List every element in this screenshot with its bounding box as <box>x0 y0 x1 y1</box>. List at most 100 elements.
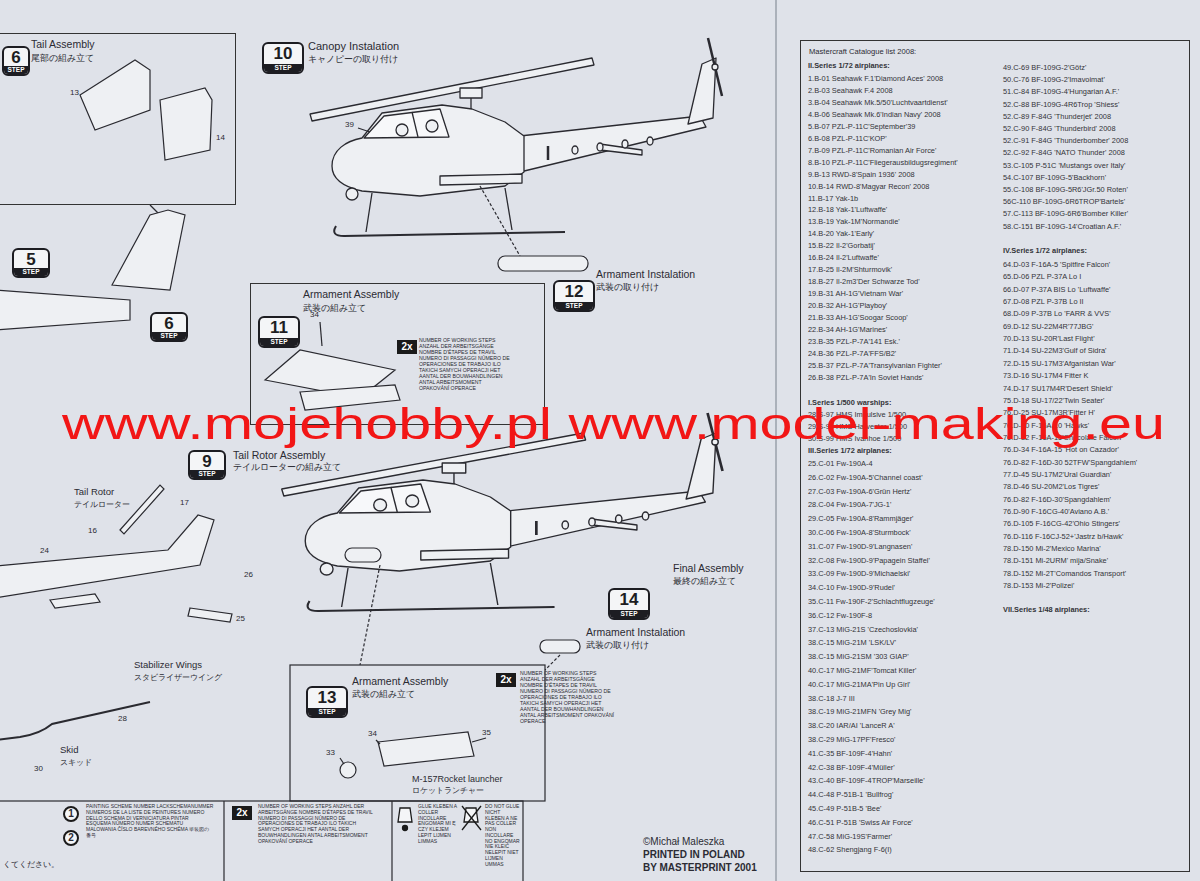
catalogue-entry: 31.C-07 Fw-190D-9'Langnasen' <box>808 543 912 552</box>
catalogue-entry: 70.D-13 SU-20R'Last Flight' <box>1003 335 1095 344</box>
catalogue-section: II.Series 1/72 airplanes: <box>808 62 890 71</box>
legend-text: NUMBER OF WORKING STEPS ANZAHL DER ARBEI… <box>258 804 376 844</box>
step-heading: Armament Instalation <box>596 268 695 280</box>
catalogue-entry: 44.C-48 P-51B-1 'Bullfrog' <box>808 791 893 800</box>
part-name-japanese: テイルローター <box>74 500 130 509</box>
part-name: M-157Rocket launcher <box>412 774 503 784</box>
catalogue-entry: 48.C-62 Shengjang F-6(I) <box>808 846 892 855</box>
catalogue-entry: 53.C-105 P-51C 'Mustangs over Italy' <box>1003 162 1125 171</box>
catalogue-entry: 52.C-91 F-84G 'Thunderbomber' 2008 <box>1003 137 1128 146</box>
step-number: 11 <box>270 318 288 337</box>
catalogue-entry: 32.C-08 Fw-190D-9'Papagein Staffel' <box>808 557 930 566</box>
step-heading-japanese: 最終の組み立て <box>673 576 736 586</box>
step-heading-japanese: キャノピーの取り付け <box>308 54 398 64</box>
printer-note: PRINTED IN POLAND <box>643 849 745 861</box>
catalogue-entry: 16.B-24 Il-2'Luftwaffe' <box>808 254 879 263</box>
catalogue-entry: 22.B-34 AH-1G'Marines' <box>808 326 887 335</box>
catalogue-entry: 1.B-01 Seahawk F.1'Diamond Aces' 2008 <box>808 75 943 84</box>
catalogue-entry: 26.C-02 Fw-190A-5'Channel coast' <box>808 474 923 483</box>
catalogue-entry: 52.C-92 F-84G 'NATO Thunder' 2008 <box>1003 149 1125 158</box>
catalogue-entry: 55.C-108 BF-109G-5R6'JGr.50 Roten' <box>1003 186 1128 195</box>
line-art <box>290 665 545 801</box>
step-heading: Canopy Instalation <box>308 40 399 53</box>
step-number: 6 <box>11 48 20 67</box>
catalogue-entry: 20.B-32 AH-1G'Playboy' <box>808 302 887 311</box>
catalogue-entry: 72.D-15 SU-17M3'Afganistan War' <box>1003 360 1116 369</box>
catalogue-entry: 3.B-04 Seahawk Mk.5/50'Luchtvaartdienst' <box>808 99 948 108</box>
catalogue-entry: 71.D-14 SU-22M3'Gulf of Sidra' <box>1003 347 1106 356</box>
step-word: STEP <box>190 470 224 478</box>
printer-note: BY MASTERPRINT 2001 <box>643 862 757 874</box>
step-heading-japanese: 武装の取り付け <box>596 282 659 292</box>
frame-lines <box>0 665 545 881</box>
line-art <box>464 808 478 822</box>
line-art <box>358 128 370 132</box>
callout-number: 26 <box>244 570 253 579</box>
line-art <box>0 702 150 740</box>
catalogue-entry: 42.C-38 BF-109F-4'Müller' <box>808 764 895 773</box>
step-badge: 5STEP <box>12 248 50 278</box>
line-art <box>112 210 185 290</box>
catalogue-entry: 52.C-90 F-84G 'Thunderbird' 2008 <box>1003 125 1116 134</box>
step-frame: Tail Assembly尾部の組み立て <box>0 33 236 205</box>
line-art <box>360 565 380 665</box>
step-word: STEP <box>555 302 593 310</box>
scheme-digit: 2 <box>68 832 74 844</box>
step-number: 5 <box>26 250 35 269</box>
step-heading-japanese: テイルローターの組み立て <box>233 462 341 472</box>
callout-number: 34 <box>368 729 377 738</box>
catalogue-section: VII.Series 1/48 airplanes: <box>1003 606 1090 615</box>
catalogue-entry: 7.B-09 PZL-P-11C'Romanian Air Force' <box>808 147 936 156</box>
scheme-digit: 1 <box>68 808 74 820</box>
line-art <box>462 806 481 830</box>
catalogue-entry: 76.D-90 F-16CG-40'Aviano A.B.' <box>1003 508 1109 517</box>
catalogue-entry: 76.D-82 F-16D-30 52TFW'Spangdahlem' <box>1003 459 1137 468</box>
line-art <box>223 801 224 881</box>
callout-number: 33 <box>326 748 335 757</box>
catalogue-entry: 52.C-88 BF-109G-4R6Trop 'Shiess' <box>1003 101 1119 110</box>
line-art <box>398 808 412 822</box>
line-art <box>462 806 481 830</box>
catalogue-entry: 50.C-76 BF-109G-2'Imavoimat' <box>1003 76 1105 85</box>
step-heading-japanese: 武装の組み立て <box>352 689 415 699</box>
catalogue-entry: 46.C-51 P-51B 'Swiss Air Force' <box>808 819 913 828</box>
part-name-japanese: スキッド <box>60 758 92 767</box>
line-art <box>50 594 100 608</box>
line-art <box>345 548 381 562</box>
catalogue-entry: 24.B-36 PZL-P-7A'FFS/B2' <box>808 350 896 359</box>
catalogue-entry: 76.D-105 F-16CG-42'Ohio Stingers' <box>1003 520 1120 529</box>
catalogue-entry: 9.B-13 RWD-8'Spain 1936' 2008 <box>808 171 915 180</box>
catalogue-entry: 40.C-17 MiG-21MF'Tomcat Killer' <box>808 667 916 676</box>
step-badge: 6STEP <box>2 46 30 76</box>
step-heading: Tail Assembly <box>31 38 95 50</box>
note-text: NUMBER OF WORKING STEPS ANZAHL DER ARBEI… <box>520 671 615 725</box>
part-name-japanese: ロケットランチャー <box>412 786 484 795</box>
catalogue-entry: 77.D-45 SU-17M2'Ural Guardian' <box>1003 471 1111 480</box>
catalogue-entry: 69.D-12 SU-22M4R'77JBG' <box>1003 323 1093 332</box>
catalogue-entry: 64.D-03 F-16A-5 'Spitfire Falcon' <box>1003 261 1110 270</box>
step-number: 14 <box>620 590 639 609</box>
catalogue-entry: 27.C-03 Fw-190A-6'Grün Hertz' <box>808 488 911 497</box>
catalogue-entry: 38.C-18 J-7 III <box>808 695 855 704</box>
line-art <box>498 256 588 271</box>
catalogue-entry: 78.D-151 Mi-2URM' mija/Snake' <box>1003 557 1108 566</box>
callout-number: 25 <box>236 614 245 623</box>
line-art <box>540 640 580 653</box>
line-art <box>80 60 150 130</box>
repeat-count: 2x <box>401 340 412 354</box>
legend-text: PAINTING SCHEME NUMBER LACKSCHEMANUMMER … <box>86 804 214 839</box>
callout-number: 13 <box>70 88 79 97</box>
note-text: くてください。 <box>3 860 59 869</box>
catalogue-entry: 45.C-49 P-51B-5 'Bee' <box>808 805 881 814</box>
step-badge: 13STEP <box>306 686 348 718</box>
callout-number: 16 <box>88 526 97 535</box>
step-number: 9 <box>202 452 211 471</box>
catalogue-entry: 26.B-38 PZL-P-7A'In Soviet Hands' <box>808 374 923 383</box>
catalogue-entry: 74.D-17 SU17M4R'Desert Shield' <box>1003 385 1113 394</box>
catalogue-entry: 67.D-08 PZL P-37B Lo II <box>1003 298 1084 307</box>
catalogue-entry: 38.C-15 MiG-21SM '303 GIAP' <box>808 653 909 662</box>
step-number: 12 <box>565 282 584 301</box>
watermark: www.mojehobby.pl www.model-making.eu <box>62 398 1165 450</box>
catalogue-entry: 47.C-58 MiG-19S'Farmer' <box>808 833 892 842</box>
callout-number: 24 <box>40 546 49 555</box>
